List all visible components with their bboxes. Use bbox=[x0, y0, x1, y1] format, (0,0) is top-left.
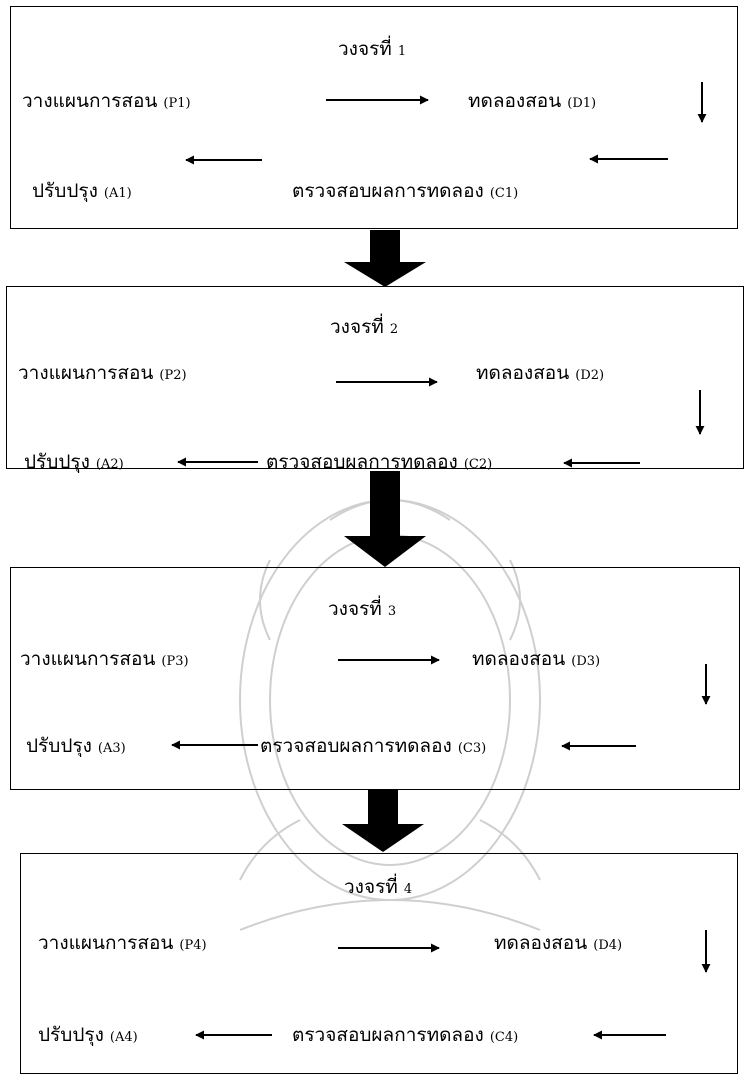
cycle-2-title: วงจรที่ 2 bbox=[330, 316, 399, 338]
cycle-3-do: ทดลองสอน (D3) bbox=[472, 648, 601, 670]
cycle-2-box bbox=[6, 286, 744, 469]
cycle-2-plan: วางแผนการสอน (P2) bbox=[18, 362, 187, 384]
cycle-3-act: ปรับปรุง (A3) bbox=[26, 735, 126, 757]
cycle-3-box bbox=[10, 567, 740, 790]
cycle-1-do: ทดลองสอน (D1) bbox=[468, 90, 597, 112]
cycle-2-check: ตรวจสอบผลการทดลอง (C2) bbox=[266, 451, 493, 473]
cycle-2-do: ทดลองสอน (D2) bbox=[476, 362, 605, 384]
cycle-3-plan: วางแผนการสอน (P3) bbox=[20, 648, 189, 670]
cycle-3-check: ตรวจสอบผลการทดลอง (C3) bbox=[260, 735, 487, 757]
cycle-1-check: ตรวจสอบผลการทดลอง (C1) bbox=[292, 180, 519, 202]
cycle-4-title: วงจรที่ 4 bbox=[344, 876, 413, 898]
block-arrow-1-to-2 bbox=[344, 230, 426, 287]
cycle-2-act: ปรับปรุง (A2) bbox=[24, 451, 124, 473]
cycle-1-act: ปรับปรุง (A1) bbox=[32, 180, 132, 202]
cycle-4-act: ปรับปรุง (A4) bbox=[38, 1024, 138, 1046]
cycle-3-title: วงจรที่ 3 bbox=[328, 598, 397, 620]
block-arrow-3-to-4 bbox=[342, 790, 424, 852]
cycle-4-check: ตรวจสอบผลการทดลอง (C4) bbox=[292, 1024, 519, 1046]
cycle-1-title: วงจรที่ 1 bbox=[338, 38, 407, 60]
cycle-4-plan: วางแผนการสอน (P4) bbox=[38, 932, 207, 954]
cycle-4-do: ทดลองสอน (D4) bbox=[494, 932, 623, 954]
cycle-1-plan: วางแผนการสอน (P1) bbox=[22, 90, 191, 112]
cycle-1-box bbox=[10, 6, 738, 229]
block-arrow-2-to-3 bbox=[344, 471, 426, 567]
